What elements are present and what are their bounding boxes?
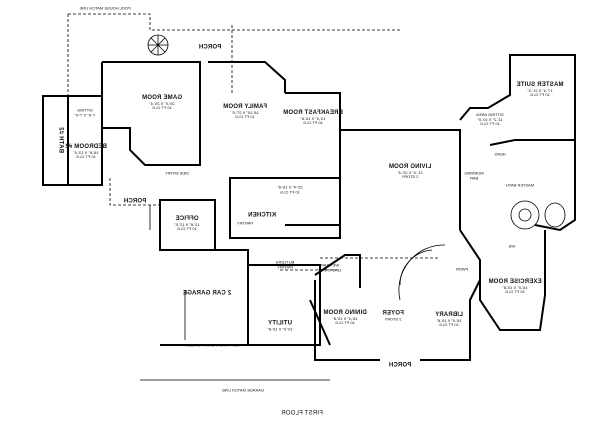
room-hers: HERS [494, 151, 506, 157]
copyright-notice: COPYRIGHT LARRY E. BELK [184, 342, 240, 348]
room-bath-2: BATH #2 [57, 127, 64, 153]
room-his: HIS [508, 243, 516, 249]
room-master-bath: MASTER BATH [505, 182, 535, 188]
room-kitchen-dims: 22'-4" X 16'-8"10 FT CLG [277, 184, 303, 194]
room-porch-left: PORCH [123, 198, 147, 205]
room-morning-bar: MORNING BAR [464, 170, 484, 180]
room-side-entry: SIDE ENTRY [165, 170, 189, 176]
porch-outlines [67, 13, 440, 271]
pool-house-match-line: POOL HOUSE MATCH LINE [79, 5, 131, 11]
room-butlers-pantry: BUTLERS PANTRY [275, 259, 295, 269]
room-pantry: PANTRY [237, 220, 253, 226]
room-porch-top: PORCH [198, 44, 222, 51]
garage-match-line: GARAGE MATCH LINE [221, 387, 265, 393]
plan-title: FIRST FLOOR [281, 410, 323, 417]
walls [42, 54, 576, 361]
room-powder: PWDR [455, 266, 469, 272]
room-porch-front: PORCH [388, 362, 412, 369]
room-garage: 2 CAR GARAGE [182, 290, 232, 297]
room-kitchen: KITCHEN [247, 212, 277, 219]
fixtures [140, 34, 566, 381]
